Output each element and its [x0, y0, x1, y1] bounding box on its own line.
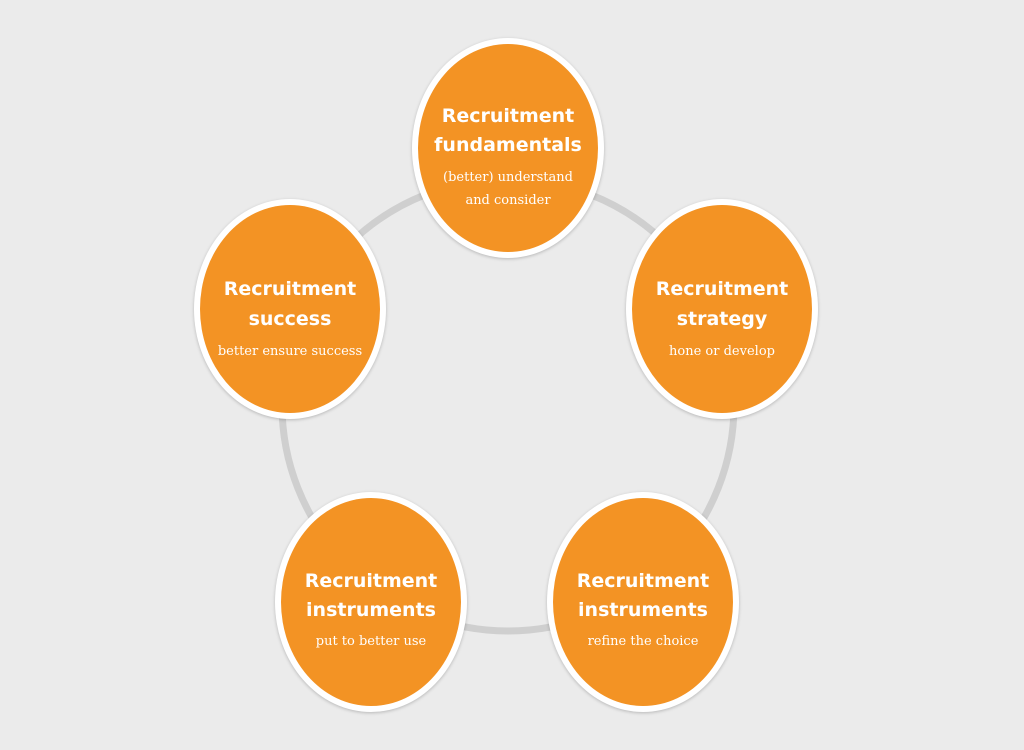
node-subtitle-line1: hone or develop: [669, 344, 775, 359]
node-fill: [553, 498, 733, 706]
node-recruitment-fundamentals: Recruitment fundamentals (better) unders…: [412, 38, 604, 258]
node-title-line2: instruments: [578, 599, 708, 621]
node-title-line2: fundamentals: [434, 134, 582, 156]
node-fill: [418, 44, 598, 252]
node-recruitment-instruments-use: Recruitment instruments put to better us…: [275, 492, 467, 712]
node-recruitment-strategy: Recruitment strategy hone or develop: [626, 199, 818, 419]
node-title-line1: Recruitment: [442, 105, 575, 127]
node-fill: [632, 205, 812, 413]
node-title-line2: instruments: [306, 599, 436, 621]
node-title-line1: Recruitment: [656, 278, 789, 300]
node-subtitle-line1: refine the choice: [588, 634, 699, 649]
node-subtitle-line1: put to better use: [316, 634, 427, 649]
node-subtitle-line2: and consider: [465, 193, 551, 208]
node-recruitment-success: Recruitment success better ensure succes…: [194, 199, 386, 419]
node-title-line2: strategy: [677, 308, 768, 330]
node-title-line2: success: [249, 308, 332, 330]
node-title-line1: Recruitment: [577, 570, 710, 592]
node-recruitment-instruments-refine: Recruitment instruments refine the choic…: [547, 492, 739, 712]
node-subtitle-line1: better ensure success: [218, 344, 362, 359]
node-fill: [200, 205, 380, 413]
node-title-line1: Recruitment: [305, 570, 438, 592]
node-title-line1: Recruitment: [224, 278, 357, 300]
node-subtitle-line1: (better) understand: [443, 170, 573, 185]
node-fill: [281, 498, 461, 706]
